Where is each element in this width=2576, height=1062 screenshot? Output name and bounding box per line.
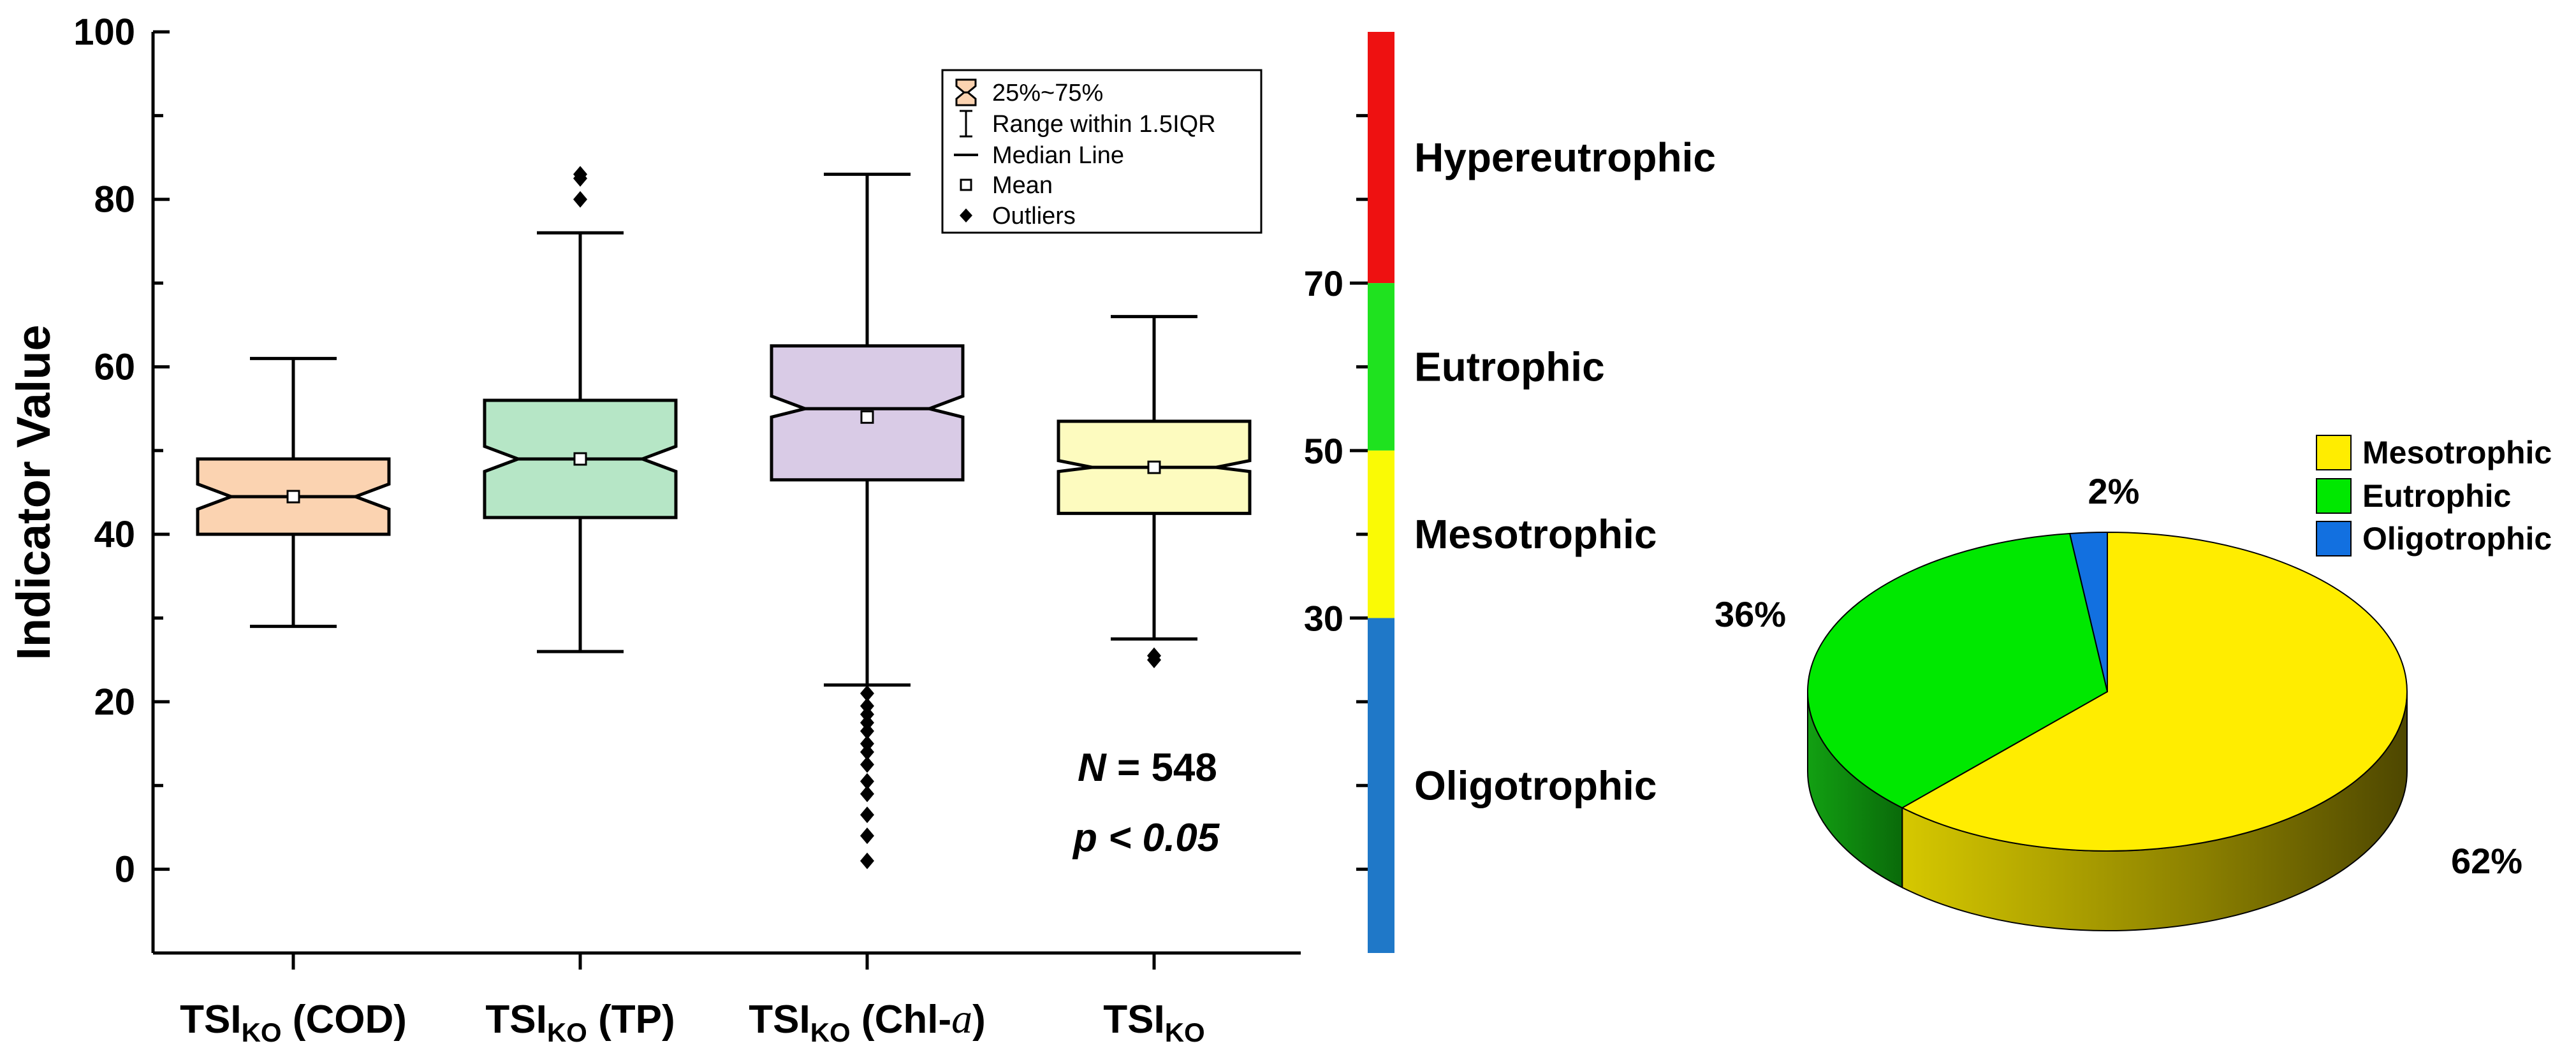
mean-marker <box>573 452 587 466</box>
pie-slice-label: 2% <box>2088 471 2140 511</box>
x-tick-label-main: TSI <box>180 998 241 1042</box>
outlier-point <box>573 166 587 183</box>
x-tick-label: TSIKO (TP) <box>485 998 675 1047</box>
pie-legend-label: Mesotrophic <box>2362 435 2552 470</box>
y-tick-label: 20 <box>94 681 135 723</box>
x-tick-label-suffix: (TP) <box>587 998 675 1042</box>
legend-mean-icon <box>960 178 972 191</box>
y-tick-label: 100 <box>73 11 135 53</box>
pie-slice-label: 36% <box>1715 594 1786 634</box>
outlier-point <box>860 785 874 803</box>
trophic-scale: HypereutrophicEutrophicMesotrophicOligot… <box>1304 32 1716 953</box>
outlier-point <box>860 806 874 824</box>
legend-frame <box>941 69 1262 234</box>
x-tick-label-subscript: KO <box>547 1017 587 1047</box>
x-tick-label: TSIKO (Chl-a) <box>749 996 986 1047</box>
y-tick-label: 60 <box>94 346 135 388</box>
legend-outlier-icon <box>960 208 972 222</box>
box-group: TSIKO <box>1057 315 1252 1047</box>
y-axis-title: Indicator Value <box>7 324 60 660</box>
pie-slice <box>1807 532 2109 809</box>
pie-legend-swatch <box>2316 478 2352 514</box>
legend-label: Range within 1.5IQR <box>992 111 1216 138</box>
legend-label: 25%~75% <box>992 80 1103 106</box>
mean-marker <box>1147 460 1161 474</box>
outlier-point <box>860 706 874 723</box>
outlier-point <box>860 735 874 752</box>
x-tick-label: TSIKO (COD) <box>180 998 407 1047</box>
x-tick-label-italic: a <box>951 996 972 1042</box>
annotation-p: p < 0.05 <box>1072 816 1220 860</box>
pie-slice-label: 62% <box>2451 841 2522 881</box>
annotation-n: N = 548 <box>1078 746 1217 790</box>
box-group: TSIKO (COD) <box>180 356 407 1047</box>
pie-legend-label: Oligotrophic <box>2362 521 2552 556</box>
scale-band <box>1368 283 1394 451</box>
y-tick-label: 80 <box>94 179 135 221</box>
box-group: TSIKO (Chl-a) <box>749 172 986 1047</box>
annotation-n-symbol: N <box>1078 746 1107 790</box>
scale-band-label: Hypereutrophic <box>1414 135 1716 180</box>
y-tick-label: 40 <box>94 514 135 555</box>
scale-band-label: Eutrophic <box>1414 344 1605 389</box>
scale-band <box>1368 32 1394 284</box>
outlier-point <box>860 714 874 731</box>
x-tick-label-main: TSI <box>485 998 546 1042</box>
scale-band <box>1368 618 1394 953</box>
x-tick-label-subscript: KO <box>810 1017 851 1047</box>
annotation-n-value: = 548 <box>1106 746 1217 790</box>
outlier-point <box>860 773 874 790</box>
mean-marker <box>860 410 874 424</box>
box-group: TSIKO (TP) <box>483 166 678 1047</box>
pie-slice <box>2068 531 2108 692</box>
scale-band <box>1368 450 1394 618</box>
outlier-point <box>573 191 587 208</box>
legend-label: Median Line <box>992 142 1124 169</box>
scale-tick-label: 70 <box>1304 263 1343 303</box>
x-tick-label-subscript: KO <box>1165 1017 1205 1047</box>
outlier-point <box>860 685 874 702</box>
pie-slice <box>1901 531 2408 852</box>
x-tick-label-close: ) <box>972 998 986 1042</box>
mean-marker <box>286 490 300 504</box>
x-tick-label-main: TSI <box>1103 998 1164 1042</box>
outlier-point <box>1147 651 1161 669</box>
x-tick-label-subscript: KO <box>242 1017 282 1047</box>
scale-tick-label: 30 <box>1304 599 1343 639</box>
pie-legend-label: Eutrophic <box>2362 478 2511 514</box>
outlier-point <box>860 743 874 760</box>
pie-legend-swatch <box>2316 521 2352 556</box>
x-tick-label-suffix: (Chl- <box>851 998 951 1042</box>
x-tick-label: TSIKO <box>1103 998 1204 1047</box>
pie-legend-swatch <box>2316 435 2352 470</box>
x-tick-label-suffix: (COD) <box>282 998 407 1042</box>
legend-label: Mean <box>992 172 1053 199</box>
legend-label: Outliers <box>992 203 1076 229</box>
y-tick-label: 0 <box>115 849 135 891</box>
x-tick-label-main: TSI <box>749 998 810 1042</box>
outlier-point <box>860 756 874 773</box>
scale-band-label: Oligotrophic <box>1414 762 1657 808</box>
outlier-point <box>860 722 874 739</box>
outlier-point <box>860 697 874 715</box>
scale-band-label: Mesotrophic <box>1414 511 1657 557</box>
outlier-point <box>860 852 874 869</box>
scale-tick-label: 50 <box>1304 431 1343 471</box>
outlier-point <box>860 827 874 845</box>
